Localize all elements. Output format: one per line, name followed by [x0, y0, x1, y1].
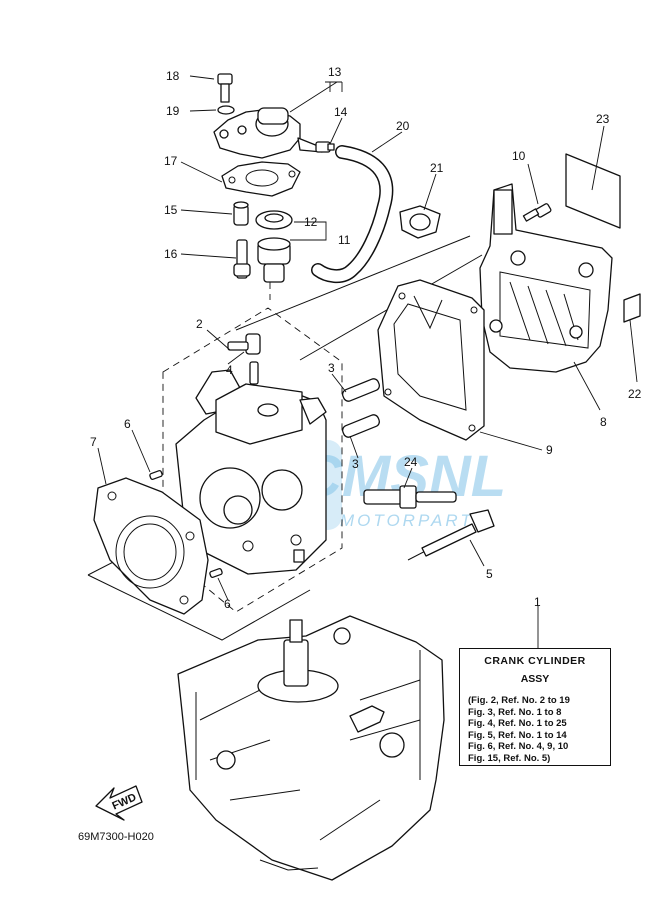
spark-plug: [363, 485, 457, 509]
callout-6-lower: 6: [224, 597, 231, 611]
callout-numbers: 18 13 19 14 20 23 17 10 21 15 12 11 16 2…: [90, 65, 642, 611]
callout-17: 17: [164, 154, 178, 168]
callout-24: 24: [404, 455, 418, 469]
fwd-arrow-shape: [95, 785, 143, 821]
callout-16: 16: [164, 247, 178, 261]
diagram-code: 69M7300-H020: [78, 831, 154, 843]
callout-7: 7: [90, 435, 97, 449]
assembly-note-line: Fig. 15, Ref. No. 5): [468, 752, 551, 764]
assembly-note-line: (Fig. 2, Ref. No. 2 to 19: [468, 695, 570, 706]
hose-fitting-14: [315, 141, 335, 153]
callout-5: 5: [486, 567, 493, 581]
callout-19: 19: [166, 104, 180, 118]
gasket-frame-bottom: [87, 574, 311, 641]
assembly-note-line: Fig. 6, Ref. No. 4, 9, 10: [468, 741, 569, 752]
fwd-arrow: FWD: [95, 785, 143, 821]
callout-11: 11: [338, 233, 351, 247]
bolt-16: [233, 239, 251, 279]
cylinder-head: [175, 369, 327, 575]
thermostat-cover: [213, 107, 323, 159]
callout-8: 8: [600, 415, 607, 429]
guide-line-cover: [235, 235, 471, 331]
assembly-note-line: Fig. 4, Ref. No. 1 to 25: [468, 718, 567, 729]
callout-1: 1: [534, 595, 541, 609]
callout-6-upper: 6: [124, 417, 131, 431]
callout-21: 21: [430, 161, 444, 175]
leader-lines: [97, 75, 638, 648]
bolt-10: [522, 203, 552, 222]
dowel-pin-lower: [209, 568, 223, 578]
callout-15: 15: [164, 203, 178, 217]
watermark-sub: MOTORPARTS: [340, 511, 488, 530]
assembly-note-line: Fig. 5, Ref. No. 1 to 14: [468, 729, 567, 741]
callout-13: 13: [328, 65, 342, 79]
assembly-notes: (Fig. 2, Ref. No. 2 to 19 Fig. 3, Ref. N…: [468, 695, 610, 764]
callout-2: 2: [196, 317, 203, 331]
callout-3-lower: 3: [352, 457, 359, 471]
collar-15: [233, 201, 249, 226]
callout-20: 20: [396, 119, 410, 133]
assembly-note-box: CRANK CYLINDER ASSY (Fig. 2, Ref. No. 2 …: [459, 648, 611, 766]
thermostat: [257, 237, 291, 283]
callout-18: 18: [166, 69, 180, 83]
callout-12: 12: [304, 215, 318, 229]
head-gasket: [93, 477, 209, 615]
callout-4: 4: [226, 363, 233, 377]
label-sticker-23: [565, 153, 621, 229]
callout-22: 22: [628, 387, 642, 401]
exhaust-gasket: [377, 279, 485, 441]
hose: [312, 146, 392, 282]
assembly-subtitle: ASSY: [520, 673, 550, 685]
washer-19: [217, 105, 235, 115]
cover-bolt: [217, 73, 233, 103]
cover-gasket: [221, 161, 301, 197]
fitting-4: [227, 333, 261, 385]
anode-lower: [341, 414, 381, 438]
assembly-title: CRANK CYLINDER: [484, 655, 586, 667]
assembly-note-line: Fig. 3, Ref. No. 1 to 8: [468, 706, 562, 718]
callout-23: 23: [596, 112, 610, 126]
exhaust-cover: [479, 183, 613, 373]
thermostat-seal: [255, 210, 293, 230]
plate-22: [623, 293, 641, 323]
callout-3-upper: 3: [328, 361, 335, 375]
hose-clip: [399, 205, 441, 239]
anode-upper: [341, 378, 381, 402]
callout-14: 14: [334, 105, 348, 119]
crankcase: [177, 615, 445, 881]
callout-10: 10: [512, 149, 526, 163]
callout-9: 9: [546, 443, 553, 457]
head-bolt: [421, 509, 495, 557]
dowel-pin-upper: [149, 470, 163, 480]
